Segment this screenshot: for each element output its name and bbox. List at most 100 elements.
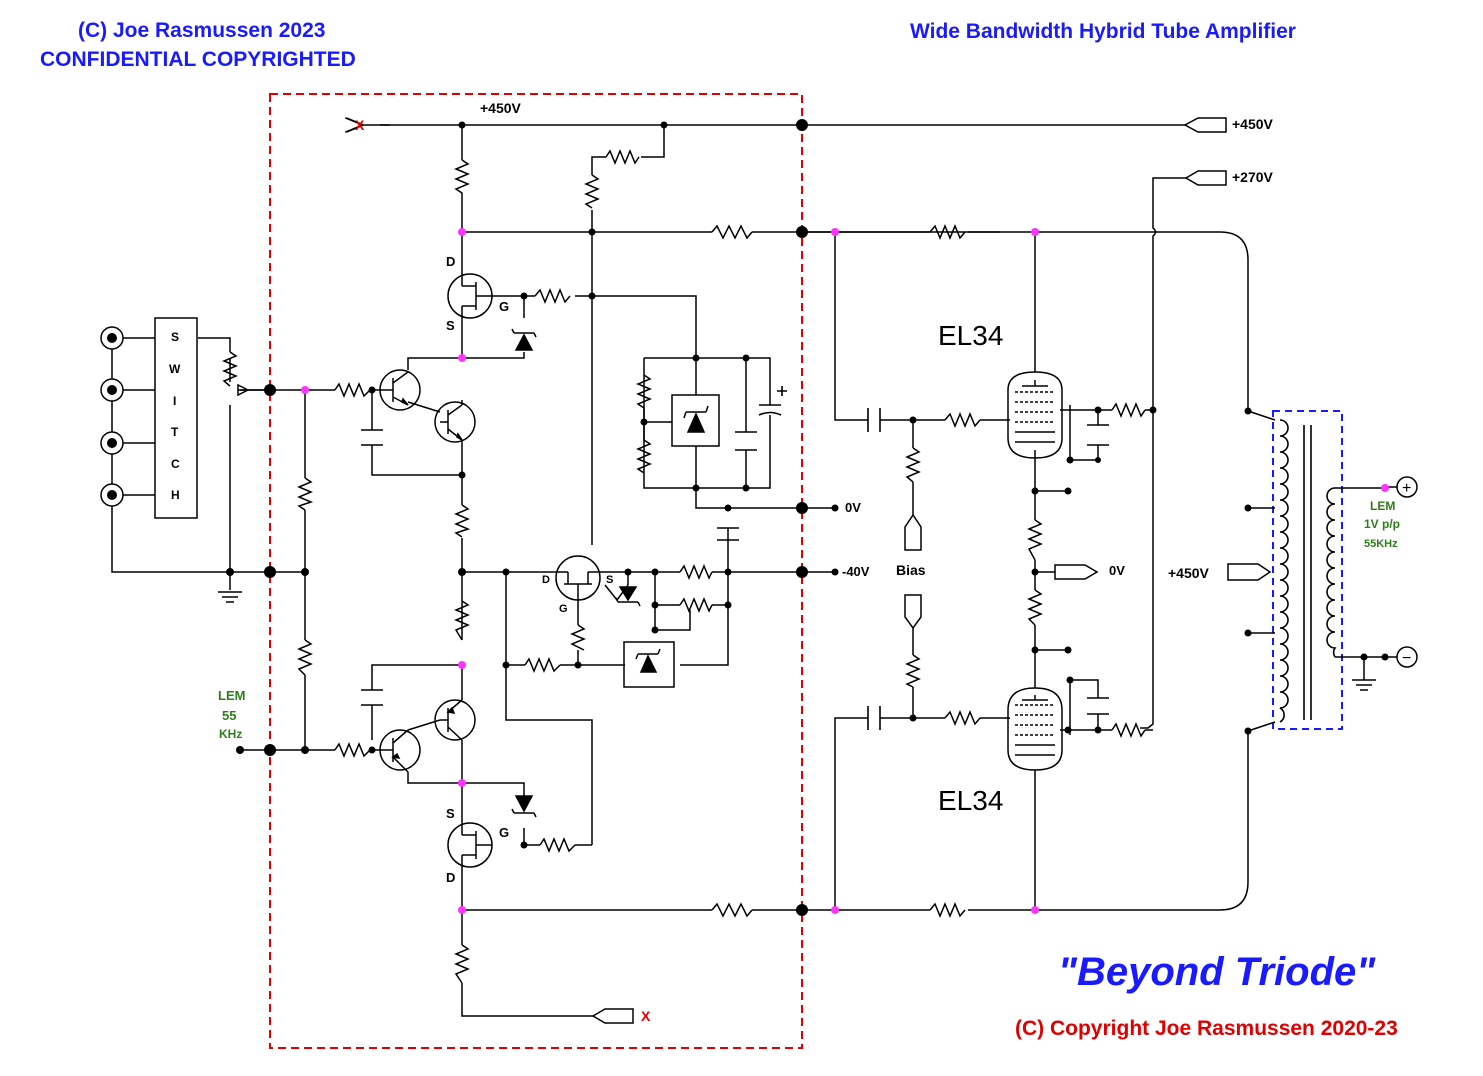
resistor [905, 447, 921, 483]
label-rail-270: +270V [1232, 169, 1274, 185]
resistor [454, 600, 470, 641]
resistors [297, 149, 1146, 984]
beyond-triode-tagline: "Beyond Triode" [1058, 950, 1376, 994]
flag-bias-bottom [904, 594, 922, 630]
label-x-bottom: X [641, 1008, 651, 1024]
resistor [1027, 589, 1043, 626]
input-selector-switch[interactable] [154, 317, 198, 519]
resistor [711, 902, 753, 918]
schematic-title: Wide Bandwidth Hybrid Tube Amplifier [910, 20, 1296, 43]
switch-letter-t: T [171, 425, 179, 439]
capacitor [867, 706, 881, 730]
label-lem-out-3: 55KHz [1364, 538, 1398, 550]
label-lem-in-3: KHz [219, 727, 242, 741]
label-zero-v-mid: 0V [845, 500, 861, 515]
resistor [534, 288, 571, 304]
switch-letter-i: I [173, 394, 176, 408]
capacitor [1087, 697, 1109, 715]
flag-bias-top [904, 513, 922, 551]
label-minus-40v: -40V [842, 564, 870, 579]
label-jfet-mid-d: D [542, 574, 550, 586]
bjt-upper-input [379, 369, 421, 411]
resistor [944, 412, 981, 428]
capacitors [361, 386, 1109, 730]
label-lem-in-2: 55 [222, 708, 236, 723]
resistor [905, 654, 921, 688]
voltage-reference-bottom [623, 641, 675, 688]
resistor [679, 564, 713, 580]
wiring [111, 125, 1385, 1017]
label-lem-out-1: LEM [1370, 499, 1395, 513]
label-rail-450-right: +450V [1232, 116, 1274, 132]
resistor [334, 742, 371, 758]
switch-letter-c: C [171, 457, 180, 471]
resistor [454, 504, 471, 538]
resistor [1111, 402, 1146, 418]
output-transformer [1276, 419, 1337, 723]
header-copyright-line1: (C) Joe Rasmussen 2023 [78, 19, 326, 42]
label-x-top: X [355, 117, 365, 133]
bjt-upper-output [434, 401, 476, 443]
resistor [929, 902, 966, 918]
resistor [1111, 722, 1146, 738]
resistor [454, 944, 470, 984]
tube-el34-top [1007, 371, 1063, 459]
capacitor [361, 429, 383, 446]
resistor [570, 624, 586, 651]
switch-letter-h: H [171, 488, 180, 502]
switch-letter-s: S [171, 330, 179, 344]
ground-symbol-output [1352, 679, 1376, 691]
flag-ot-450 [1227, 563, 1272, 581]
label-tube-top: EL34 [938, 320, 1003, 351]
resistor [605, 149, 640, 165]
zener-mid [618, 586, 638, 602]
resistor [711, 224, 753, 240]
resistor [454, 159, 470, 196]
capacitor [758, 404, 782, 416]
label-bias: Bias [896, 562, 926, 578]
flag-270 [1184, 170, 1227, 186]
label-jfet-top-g: G [499, 299, 509, 314]
header-copyright-line2: CONFIDENTIAL COPYRIGHTED [40, 48, 356, 71]
capacitor [361, 689, 383, 706]
label-tube-bottom: EL34 [938, 785, 1003, 816]
flag-zero-v-tube [1054, 564, 1099, 580]
label-rail-450-inner: +450V [480, 100, 522, 116]
label-minus-terminal: − [1402, 650, 1411, 667]
resistor [1027, 519, 1043, 561]
resistor [524, 657, 561, 673]
transistors [379, 270, 601, 870]
resistor [929, 224, 966, 240]
zeners-and-regulators [511, 328, 720, 818]
label-ot-450: +450V [1168, 565, 1210, 581]
label-lem-out-2: 1V p/p [1364, 517, 1400, 531]
zener-bottom [514, 795, 534, 813]
flag-x-bottom [591, 1008, 634, 1024]
ground-symbol-input [218, 591, 242, 603]
capacitor [867, 408, 881, 432]
footer-copyright: (C) Copyright Joe Rasmussen 2020-23 [1015, 1017, 1398, 1040]
capacitor [735, 431, 757, 451]
label-jfet-bot-s: S [446, 806, 455, 821]
output-transformer-enclosure [1272, 410, 1343, 730]
junction-dots [226, 119, 1389, 916]
capacitor [1087, 424, 1109, 446]
bjt-lower-output [434, 699, 476, 741]
label-jfet-bot-g: G [499, 825, 509, 840]
volume-potentiometer[interactable] [222, 351, 268, 397]
label-lem-in-1: LEM [218, 688, 245, 703]
bjt-lower-input [379, 729, 421, 771]
resistor [297, 477, 314, 511]
zener-top [514, 333, 534, 351]
flag-450-right [1183, 117, 1227, 133]
label-zero-v-tube: 0V [1109, 563, 1125, 578]
capacitor [717, 527, 739, 541]
resistor [334, 382, 371, 398]
node-markers [301, 228, 1389, 914]
label-jfet-top-s: S [446, 318, 455, 333]
tube-el34-bottom [1007, 687, 1063, 771]
label-jfet-bot-d: D [446, 870, 455, 885]
label-jfet-top-d: D [446, 254, 455, 269]
label-plus-terminal: + [1402, 480, 1411, 497]
